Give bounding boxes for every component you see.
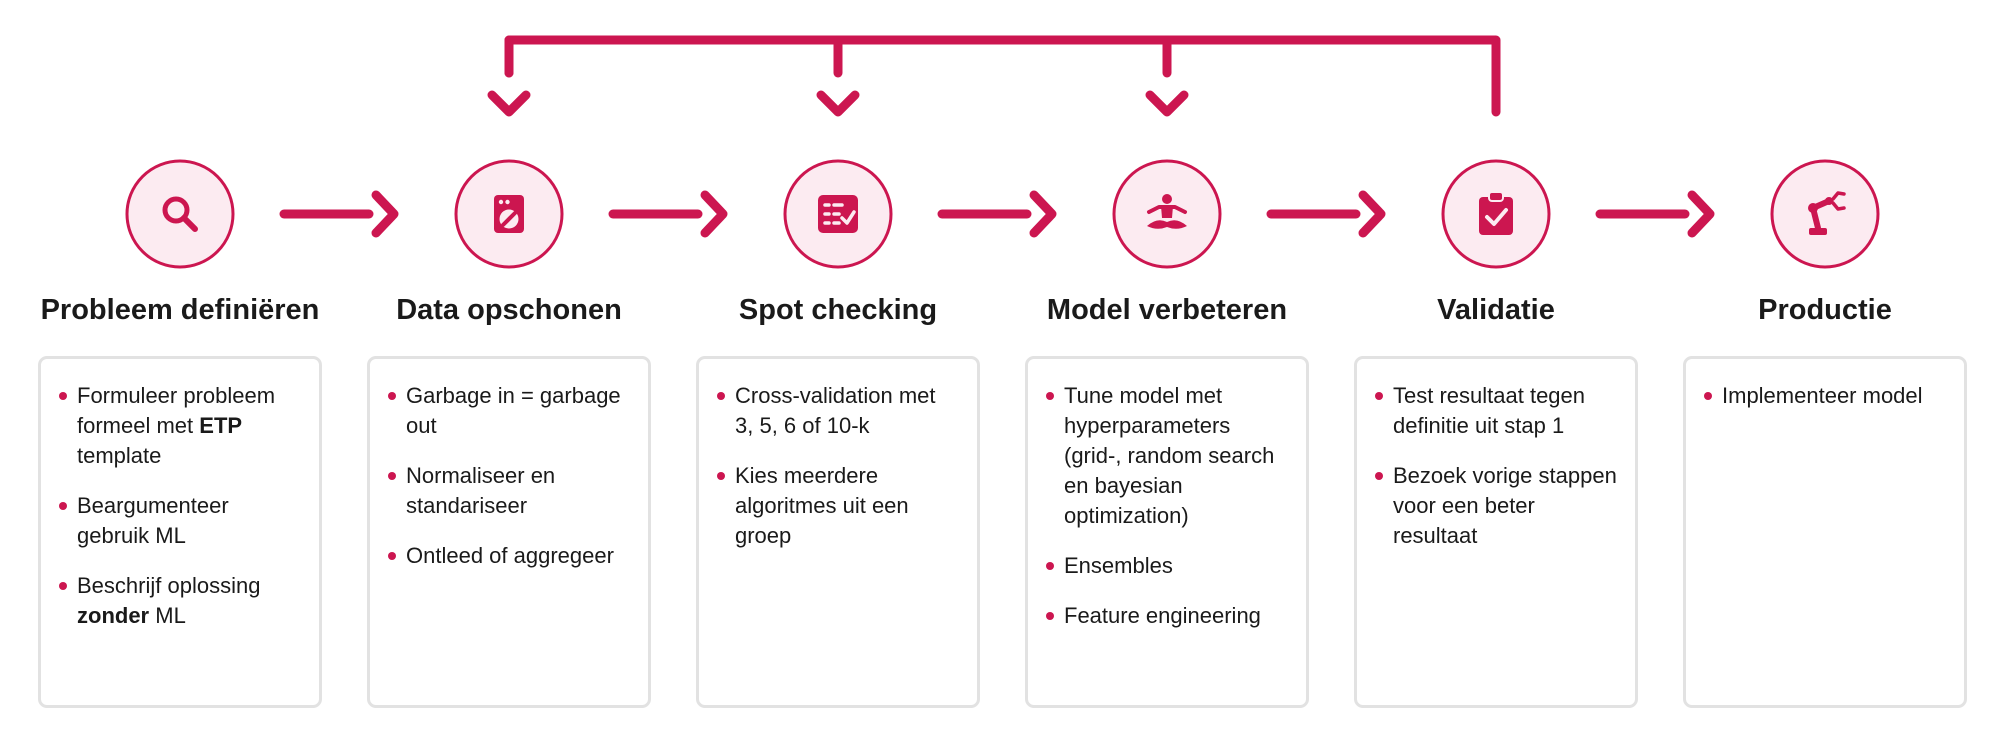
step-title: Spot checking bbox=[738, 294, 938, 326]
step-card: Formuleer probleem formeel met ETP templ… bbox=[38, 356, 322, 708]
flow-arrow-icon bbox=[371, 190, 399, 238]
step-title: Productie bbox=[1758, 294, 1892, 326]
list-item: Tune model met hyperparameters (grid-, r… bbox=[1044, 381, 1288, 531]
step-card-list: Implementeer model bbox=[1702, 381, 1946, 411]
step-card: Tune model met hyperparameters (grid-, r… bbox=[1025, 356, 1309, 708]
search-icon bbox=[162, 196, 198, 232]
flow-arrow-icon bbox=[1687, 190, 1715, 238]
list-item-text: Beschrijf oplossing bbox=[77, 573, 261, 598]
list-item: Bezoek vorige stappen voor een beter res… bbox=[1373, 461, 1617, 551]
emphasis-text: zonder bbox=[77, 603, 150, 628]
step-card: Test resultaat tegen definitie uit stap … bbox=[1354, 356, 1638, 708]
flow-arrow-icon bbox=[1029, 190, 1057, 238]
list-item-text: Tune model met hyperparameters (grid-, r… bbox=[1064, 383, 1275, 528]
list-item-text: Normaliseer en standariseer bbox=[406, 463, 556, 518]
step-card-list: Tune model met hyperparameters (grid-, r… bbox=[1044, 381, 1288, 631]
list-item-text: Feature engineering bbox=[1064, 603, 1261, 628]
list-item-text: Implementeer model bbox=[1722, 383, 1923, 408]
list-item-text: Garbage in = garbage out bbox=[406, 383, 621, 438]
step-title: Model verbeteren bbox=[1046, 294, 1288, 326]
list-item: Beschrijf oplossing zonder ML bbox=[57, 571, 301, 631]
list-item-text: Test resultaat tegen definitie uit stap … bbox=[1393, 383, 1586, 438]
checklist-icon bbox=[818, 195, 858, 233]
list-item-text: ML bbox=[149, 603, 186, 628]
list-item: Test resultaat tegen definitie uit stap … bbox=[1373, 381, 1617, 441]
flow-arrow-icon bbox=[700, 190, 728, 238]
step-title: Validatie bbox=[1437, 294, 1555, 326]
flow-arrow-icon bbox=[1358, 190, 1386, 238]
list-item: Ontleed of aggregeer bbox=[386, 541, 630, 571]
list-item: Beargumenteer gebruik ML bbox=[57, 491, 301, 551]
step-card-list: Formuleer probleem formeel met ETP templ… bbox=[57, 381, 301, 631]
robot-arm-icon bbox=[1808, 191, 1846, 235]
list-item-text: Beargumenteer gebruik ML bbox=[77, 493, 229, 548]
feedback-arrow-icon bbox=[487, 90, 531, 117]
list-item-text: Ensembles bbox=[1064, 553, 1173, 578]
list-item: Garbage in = garbage out bbox=[386, 381, 630, 441]
feedback-arrow-icon bbox=[816, 90, 860, 117]
list-item: Formuleer probleem formeel met ETP templ… bbox=[57, 381, 301, 471]
list-item-text: template bbox=[77, 443, 162, 468]
step-title: Probleem definiëren bbox=[40, 294, 320, 326]
list-item: Feature engineering bbox=[1044, 601, 1288, 631]
feedback-loop-line bbox=[504, 35, 1501, 117]
list-item: Kies meerdere algoritmes uit een groep bbox=[715, 461, 959, 551]
list-item-text: Kies meerdere algoritmes uit een groep bbox=[735, 463, 909, 548]
list-item: Ensembles bbox=[1044, 551, 1288, 581]
list-item-text: Cross-validation met 3, 5, 6 of 10-k bbox=[735, 383, 936, 438]
list-item-text: Formuleer probleem formeel met bbox=[77, 383, 276, 438]
step-circle bbox=[1770, 159, 1880, 269]
clipboard-check-icon bbox=[1479, 191, 1513, 235]
feedback-arrow-icon bbox=[1145, 90, 1189, 117]
list-item: Normaliseer en standariseer bbox=[386, 461, 630, 521]
list-item: Implementeer model bbox=[1702, 381, 1946, 411]
step-title: Data opschonen bbox=[396, 294, 622, 326]
step-card: Implementeer model bbox=[1683, 356, 1967, 708]
emphasis-text: ETP bbox=[199, 413, 243, 438]
meditation-icon bbox=[1147, 194, 1187, 229]
washing-machine-icon bbox=[494, 195, 524, 233]
step-card-list: Test resultaat tegen definitie uit stap … bbox=[1373, 381, 1617, 551]
list-item: Cross-validation met 3, 5, 6 of 10-k bbox=[715, 381, 959, 441]
list-item-text: Bezoek vorige stappen voor een beter res… bbox=[1393, 463, 1617, 548]
list-item-text: Ontleed of aggregeer bbox=[406, 543, 614, 568]
step-circle bbox=[125, 159, 235, 269]
